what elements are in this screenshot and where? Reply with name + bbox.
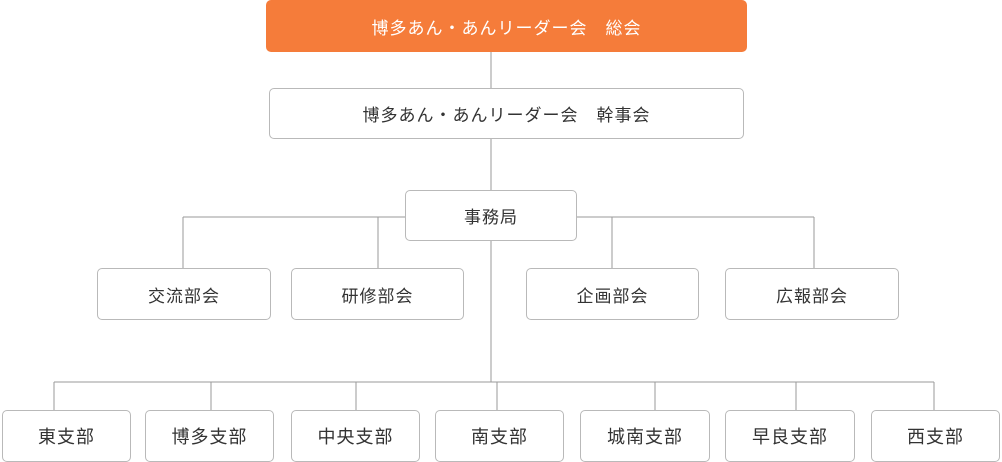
board-box: 博多あん・あんリーダー会 幹事会 bbox=[269, 88, 744, 139]
branch-label: 中央支部 bbox=[317, 427, 394, 448]
committee-planning-box: 企画部会 bbox=[526, 268, 699, 320]
branch-label: 東支部 bbox=[38, 427, 95, 448]
branch-jonan-box: 城南支部 bbox=[580, 410, 710, 462]
board-label: 博多あん・あんリーダー会 幹事会 bbox=[362, 106, 651, 126]
branch-south-box: 南支部 bbox=[435, 410, 564, 462]
branch-label: 南支部 bbox=[471, 427, 528, 448]
committee-exchange-box: 交流部会 bbox=[97, 268, 271, 320]
branch-sawara-box: 早良支部 bbox=[725, 410, 855, 462]
branch-label: 城南支部 bbox=[607, 427, 683, 448]
branch-label: 博多支部 bbox=[171, 427, 248, 448]
committee-pr-box: 広報部会 bbox=[725, 268, 899, 320]
general-assembly-box: 博多あん・あんリーダー会 総会 bbox=[266, 0, 747, 52]
committee-label: 交流部会 bbox=[148, 286, 220, 307]
branch-east-box: 東支部 bbox=[2, 410, 131, 462]
branch-label: 早良支部 bbox=[752, 427, 828, 448]
committee-label: 企画部会 bbox=[576, 286, 649, 307]
branch-west-box: 西支部 bbox=[871, 410, 1000, 462]
branch-label: 西支部 bbox=[907, 427, 964, 448]
committee-training-box: 研修部会 bbox=[291, 268, 464, 320]
branch-hakata-box: 博多支部 bbox=[145, 410, 274, 462]
secretariat-box: 事務局 bbox=[405, 190, 577, 241]
committee-label: 研修部会 bbox=[341, 286, 414, 307]
secretariat-label: 事務局 bbox=[464, 208, 518, 228]
committee-label: 広報部会 bbox=[776, 286, 848, 307]
branch-central-box: 中央支部 bbox=[291, 410, 420, 462]
general-assembly-label: 博多あん・あんリーダー会 総会 bbox=[371, 18, 642, 39]
